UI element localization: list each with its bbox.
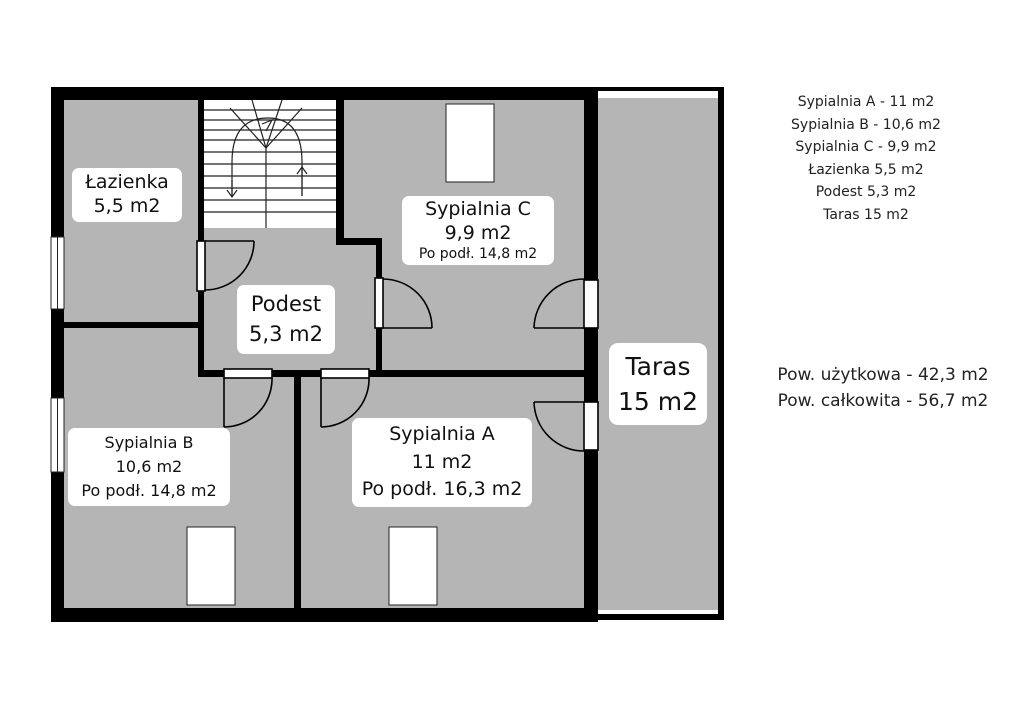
wall-top <box>51 87 598 100</box>
skylight-sypialnia-c <box>445 103 495 183</box>
podest-area: 5,3 m2 <box>249 322 323 347</box>
wall-bottom <box>51 608 598 622</box>
wall-stairs-c <box>336 87 344 245</box>
legend-item: Sypialnia C - 9,9 m2 <box>795 139 937 156</box>
wall-a-b <box>294 370 301 622</box>
label-podest: Podest 5,3 m2 <box>237 285 335 354</box>
legend-item: Sypialnia A - 11 m2 <box>797 94 935 110</box>
lazienka-area: 5,5 m2 <box>93 194 161 217</box>
label-lazienka: Łazienka 5,5 m2 <box>72 168 182 222</box>
legend-item: Łazienka 5,5 m2 <box>808 161 924 178</box>
legend-item: Sypialnia B - 10,6 m2 <box>791 116 941 133</box>
podest-name: Podest <box>250 292 322 316</box>
door-lazienka <box>196 240 255 292</box>
taras-name: Taras <box>625 352 691 381</box>
wall-c-podest <box>336 238 382 245</box>
area-totals: Pow. użytkowa - 42,3 m2 Pow. całkowita -… <box>748 362 1018 414</box>
lazienka-name: Łazienka <box>85 171 169 193</box>
skylight-sypialnia-b <box>186 526 236 606</box>
sypialnia-c-area: 9,9 m2 <box>444 221 512 244</box>
taras-area: 15 m2 <box>617 387 699 416</box>
door-sypialnia-a <box>320 368 370 428</box>
sypialnia-a-floor: Po podł. 16,3 m2 <box>361 478 523 501</box>
sypialnia-b-floor: Po podł. 14,8 m2 <box>81 481 217 500</box>
door-sypialnia-b <box>223 368 273 428</box>
door-sypialnia-c-podest <box>374 277 433 329</box>
sypialnia-a-area: 11 m2 <box>411 450 473 473</box>
wall-taras-bottom <box>584 614 724 620</box>
sypialnia-c-floor: Po podł. 14,8 m2 <box>418 245 538 262</box>
skylight-sypialnia-a <box>388 526 438 606</box>
staircase <box>204 99 336 228</box>
label-sypialnia-b: Sypialnia B 10,6 m2 Po podł. 14,8 m2 <box>68 428 230 506</box>
wall-mid-horizontal <box>198 370 584 377</box>
sypialnia-c-name: Sypialnia C <box>425 198 531 220</box>
wall-lazienka-stairs <box>198 87 204 377</box>
label-sypialnia-a: Sypialnia A 11 m2 Po podł. 16,3 m2 <box>352 418 532 507</box>
sypialnia-a-name: Sypialnia A <box>389 423 495 445</box>
windows <box>50 103 495 606</box>
wall-right-main <box>584 87 598 622</box>
wall-taras-outline <box>584 87 724 91</box>
legend-item: Podest 5,3 m2 <box>815 184 917 201</box>
label-taras: Taras 15 m2 <box>609 343 707 425</box>
wall-lazienka-b <box>51 322 204 328</box>
legend-item: Taras 15 m2 <box>823 206 909 223</box>
door-taras-c <box>533 278 599 329</box>
wall-left <box>51 87 64 622</box>
total-overall-area: Pow. całkowita - 56,7 m2 <box>777 391 989 411</box>
doors <box>196 240 599 452</box>
sypialnia-b-area: 10,6 m2 <box>115 457 183 476</box>
wall-taras-right <box>718 87 724 620</box>
total-usable-area: Pow. użytkowa - 42,3 m2 <box>777 365 989 385</box>
area-legend: Sypialnia A - 11 m2 Sypialnia B - 10,6 m… <box>758 91 974 227</box>
sypialnia-b-name: Sypialnia B <box>104 433 194 452</box>
label-sypialnia-c: Sypialnia C 9,9 m2 Po podł. 14,8 m2 <box>402 196 554 265</box>
door-taras-a <box>533 401 599 452</box>
